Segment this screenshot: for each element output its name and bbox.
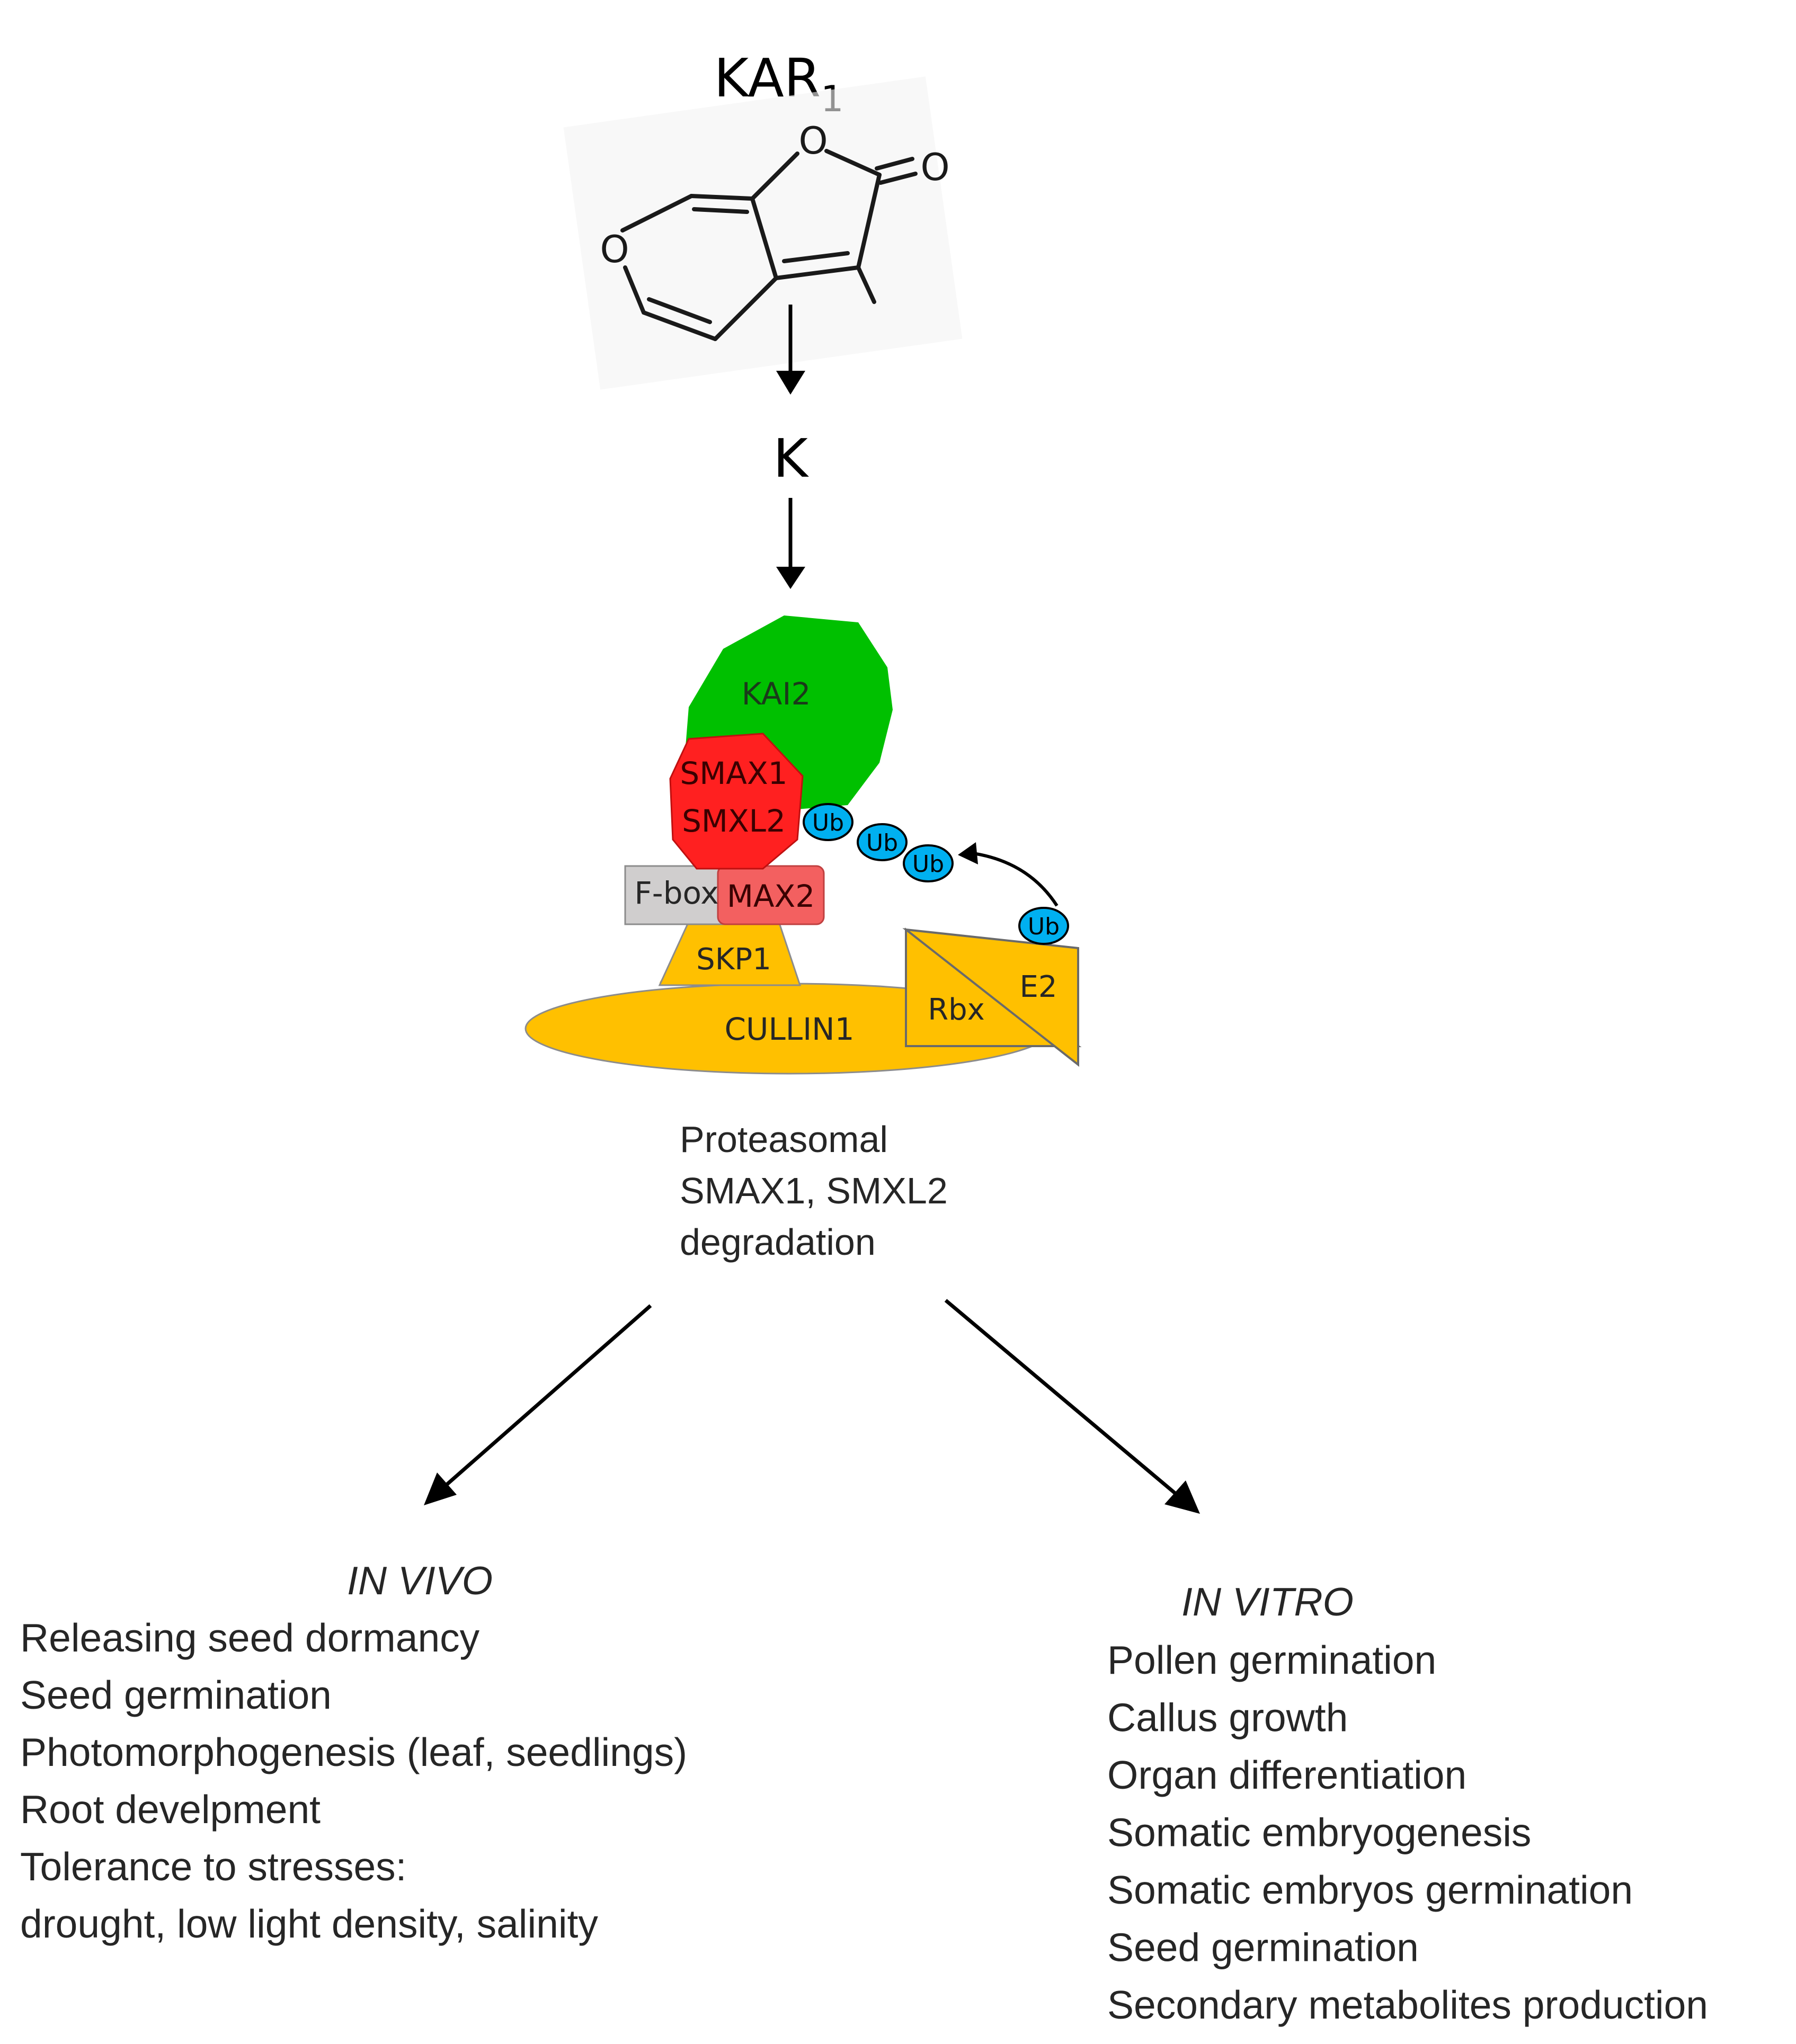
- outcome-line-1: Proteasomal: [680, 1119, 888, 1160]
- rbx-label: Rbx: [928, 993, 985, 1027]
- arrow-to-in-vivo-head: [424, 1472, 457, 1505]
- in-vivo-item: drought, low light density, salinity: [20, 1902, 598, 1946]
- ub-label-4: Ub: [1028, 913, 1060, 940]
- fbox-label: F-box: [634, 875, 718, 911]
- kar1-molecule-structure: [620, 149, 918, 341]
- fbox-shape: [624, 865, 730, 925]
- in-vivo-item: Photomorphogenesis (leaf, seedlings): [20, 1730, 687, 1774]
- arrow-to-in-vitro-head: [1164, 1480, 1200, 1514]
- smxl2-label: SMXL2: [682, 803, 786, 839]
- in-vivo-item: Releasing seed dormancy: [20, 1615, 480, 1660]
- skp1-label: SKP1: [696, 942, 771, 977]
- smax-shape: [669, 733, 804, 870]
- outcome-line-2: SMAX1, SMXL2: [680, 1170, 948, 1211]
- intermediate-label: K: [773, 427, 809, 489]
- ub-label-1: Ub: [812, 809, 844, 836]
- in-vitro-item: Pollen germination: [1107, 1638, 1436, 1682]
- smax1-label: SMAX1: [680, 755, 787, 791]
- in-vitro-item: Somatic embryos germination: [1107, 1868, 1633, 1912]
- ub-bead-1: [803, 803, 853, 841]
- ub-transfer-arrow-head: [958, 842, 978, 864]
- ubiquitin-chain: [803, 803, 1069, 945]
- in-vitro-item: Somatic embryogenesis: [1107, 1810, 1531, 1855]
- in-vitro-title: IN VITRO: [1181, 1579, 1354, 1624]
- ub-label-2: Ub: [866, 829, 898, 856]
- e2-label: E2: [1019, 970, 1057, 1004]
- in-vitro-item: Seed germination: [1107, 1925, 1419, 1970]
- max2-label: MAX2: [727, 878, 815, 914]
- in-vitro-item: Secondary metabolites production: [1107, 1983, 1708, 2027]
- ring-oxygen-1: O: [798, 119, 828, 163]
- in-vivo-title: IN VIVO: [347, 1558, 493, 1603]
- in-vivo-item: Seed germination: [20, 1673, 332, 1717]
- ub-transfer-arrow: [969, 851, 1059, 907]
- arrow-k-to-complex-head: [776, 567, 805, 589]
- max2-shape: [717, 865, 825, 925]
- arrow-to-in-vivo: [441, 1304, 652, 1490]
- arrow-to-in-vitro: [944, 1299, 1180, 1498]
- ub-label-3: Ub: [912, 851, 944, 878]
- carbonyl-oxygen: O: [920, 146, 949, 189]
- outcome-line-3: degradation: [680, 1221, 876, 1263]
- in-vitro-item: Callus growth: [1107, 1695, 1348, 1740]
- arrow-kar1-to-k-head: [776, 371, 805, 395]
- kai2-label: KAI2: [742, 676, 811, 712]
- ub-bead-4: [1018, 907, 1069, 945]
- ub-bead-3: [903, 844, 954, 882]
- ring-oxygen-2: O: [600, 228, 629, 271]
- ub-bead-2: [857, 823, 908, 861]
- in-vivo-item: Root develpment: [20, 1787, 321, 1832]
- in-vitro-item: Organ differentiation: [1107, 1753, 1466, 1797]
- in-vivo-item: Tolerance to stresses:: [20, 1844, 407, 1889]
- e2-shape: [902, 928, 1079, 1067]
- cullin1-label: CULLIN1: [725, 1011, 855, 1047]
